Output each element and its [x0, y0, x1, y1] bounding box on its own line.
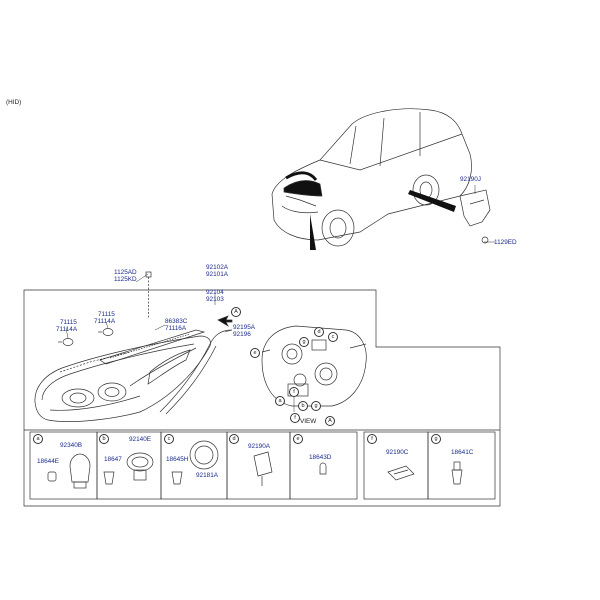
panel-g-label-1[interactable]: 18641C [451, 449, 474, 456]
callout-1125ad[interactable]: 1125AD [114, 269, 137, 276]
trim-strip [99, 329, 206, 365]
callout-71115-left[interactable]: 71115 [60, 319, 77, 326]
panel-b-parts [103, 452, 154, 485]
panel-f-label-1[interactable]: 92190C [386, 449, 409, 456]
callout-71114a-right[interactable]: 71114A [94, 318, 116, 325]
seal-line-2 [165, 345, 217, 415]
callout-71116a[interactable]: 71116A [165, 325, 187, 332]
panel-box-e [289, 431, 358, 500]
panel-e-label-1[interactable]: 18643D [309, 454, 332, 461]
seal-line [159, 329, 233, 413]
callout-92190j[interactable]: 92190J [460, 176, 481, 183]
callout-92104[interactable]: 92104 [206, 289, 224, 296]
panel-c-label-2[interactable]: 92181A [196, 472, 219, 479]
callout-1129ed[interactable]: 1129ED [494, 239, 517, 246]
callout-92196[interactable]: 92196 [233, 331, 251, 338]
panel-box-g [427, 431, 496, 500]
marker-e: e [250, 348, 260, 358]
view-arrow [217, 315, 233, 327]
panel-b-letter: b [99, 434, 109, 444]
marker-b: b [298, 401, 308, 411]
panel-c-parts [171, 440, 219, 485]
rear-view-lamp [261, 325, 367, 407]
panel-a-parts [47, 453, 91, 489]
panel-g-letter: g [431, 434, 441, 444]
bolt-1125ad [145, 271, 152, 318]
marker-g-lower: g [311, 401, 321, 411]
leader-lines [65, 185, 495, 412]
callout-1125kd[interactable]: 1125KD [114, 276, 137, 283]
view-label-ref: A [325, 416, 335, 426]
panel-b-label-1[interactable]: 92140E [129, 436, 152, 443]
panel-e-parts [319, 462, 327, 475]
bulb-71115-left [62, 338, 74, 346]
headlamp-assembly [34, 335, 211, 422]
callout-92195a[interactable]: 92195A [233, 324, 256, 331]
view-a-marker: A [231, 307, 241, 317]
marker-c: c [328, 332, 338, 342]
bracket-92190j [459, 189, 491, 244]
view-label: VIEW [300, 418, 317, 425]
marker-d: d [314, 327, 324, 337]
panel-a-label-2[interactable]: 18644E [37, 458, 60, 465]
panel-a-letter: a [33, 434, 43, 444]
callout-92103[interactable]: 92103 [206, 296, 224, 303]
marker-f-lower: f [290, 413, 300, 423]
marker-g: g [299, 337, 309, 347]
variant-label: (HID) [6, 99, 22, 106]
panel-c-label-1[interactable]: 18645H [166, 456, 189, 463]
marker-f: f [289, 387, 299, 397]
callout-71115-right[interactable]: 71115 [98, 311, 115, 318]
panel-d-parts [253, 451, 273, 486]
callout-92102a[interactable]: 92102A [206, 264, 229, 271]
panel-d-label-1[interactable]: 92190A [248, 443, 271, 450]
callout-92101a[interactable]: 92101A [206, 271, 229, 278]
marker-a: a [275, 396, 285, 406]
callout-86383c[interactable]: 86383C [165, 318, 188, 325]
vehicle-lamp-highlight [283, 180, 323, 197]
panel-g-parts [451, 461, 463, 485]
panel-b-label-2[interactable]: 18647 [104, 456, 122, 463]
bulb-71115-right [102, 328, 114, 336]
panel-a-label-1[interactable]: 92340B [60, 442, 83, 449]
panel-f-letter: f [367, 434, 377, 444]
panel-c-letter: c [164, 434, 174, 444]
panel-e-letter: e [293, 434, 303, 444]
callout-71114a-left[interactable]: 71114A [56, 326, 78, 333]
vehicle-illustration [271, 108, 472, 247]
assembly-frame [23, 289, 501, 507]
panel-d-letter: d [229, 434, 239, 444]
panel-f-parts [387, 465, 415, 481]
